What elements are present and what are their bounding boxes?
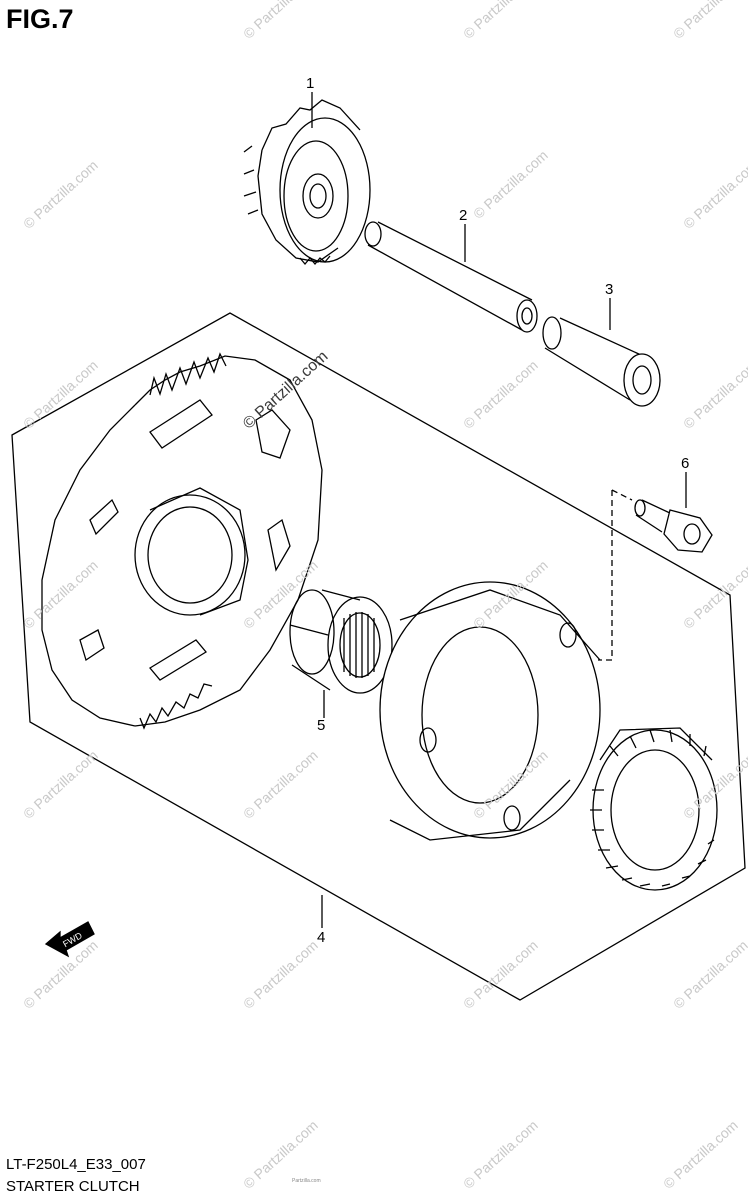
part-1-gear bbox=[243, 99, 371, 266]
callout-4: 4 bbox=[317, 929, 325, 946]
fwd-arrow bbox=[44, 921, 95, 958]
part-6-bolt bbox=[634, 499, 713, 553]
clutch-housing bbox=[379, 581, 601, 841]
part-5-needle-bearing bbox=[289, 589, 393, 694]
callout-6: 6 bbox=[681, 455, 689, 472]
leader-bolt-dashed bbox=[611, 489, 633, 501]
assembly-box-outline bbox=[11, 312, 746, 1001]
diagram-title: STARTER CLUTCH bbox=[6, 1178, 140, 1195]
callout-2: 2 bbox=[459, 207, 467, 224]
callout-3: 3 bbox=[605, 281, 613, 298]
diagram-code: LT-F250L4_E33_007 bbox=[6, 1156, 146, 1173]
callout-1: 1 bbox=[306, 75, 314, 92]
one-way-clutch bbox=[590, 727, 718, 891]
callout-5: 5 bbox=[317, 717, 325, 734]
figure-label: FIG.7 bbox=[6, 4, 74, 34]
part-2-shaft bbox=[364, 221, 538, 333]
footer-tiny-text: Partzilla.com bbox=[292, 1178, 321, 1184]
part-3-bushing bbox=[542, 316, 661, 407]
leader-clutch-dashed bbox=[598, 490, 613, 661]
part-4-large-gear bbox=[41, 352, 323, 730]
